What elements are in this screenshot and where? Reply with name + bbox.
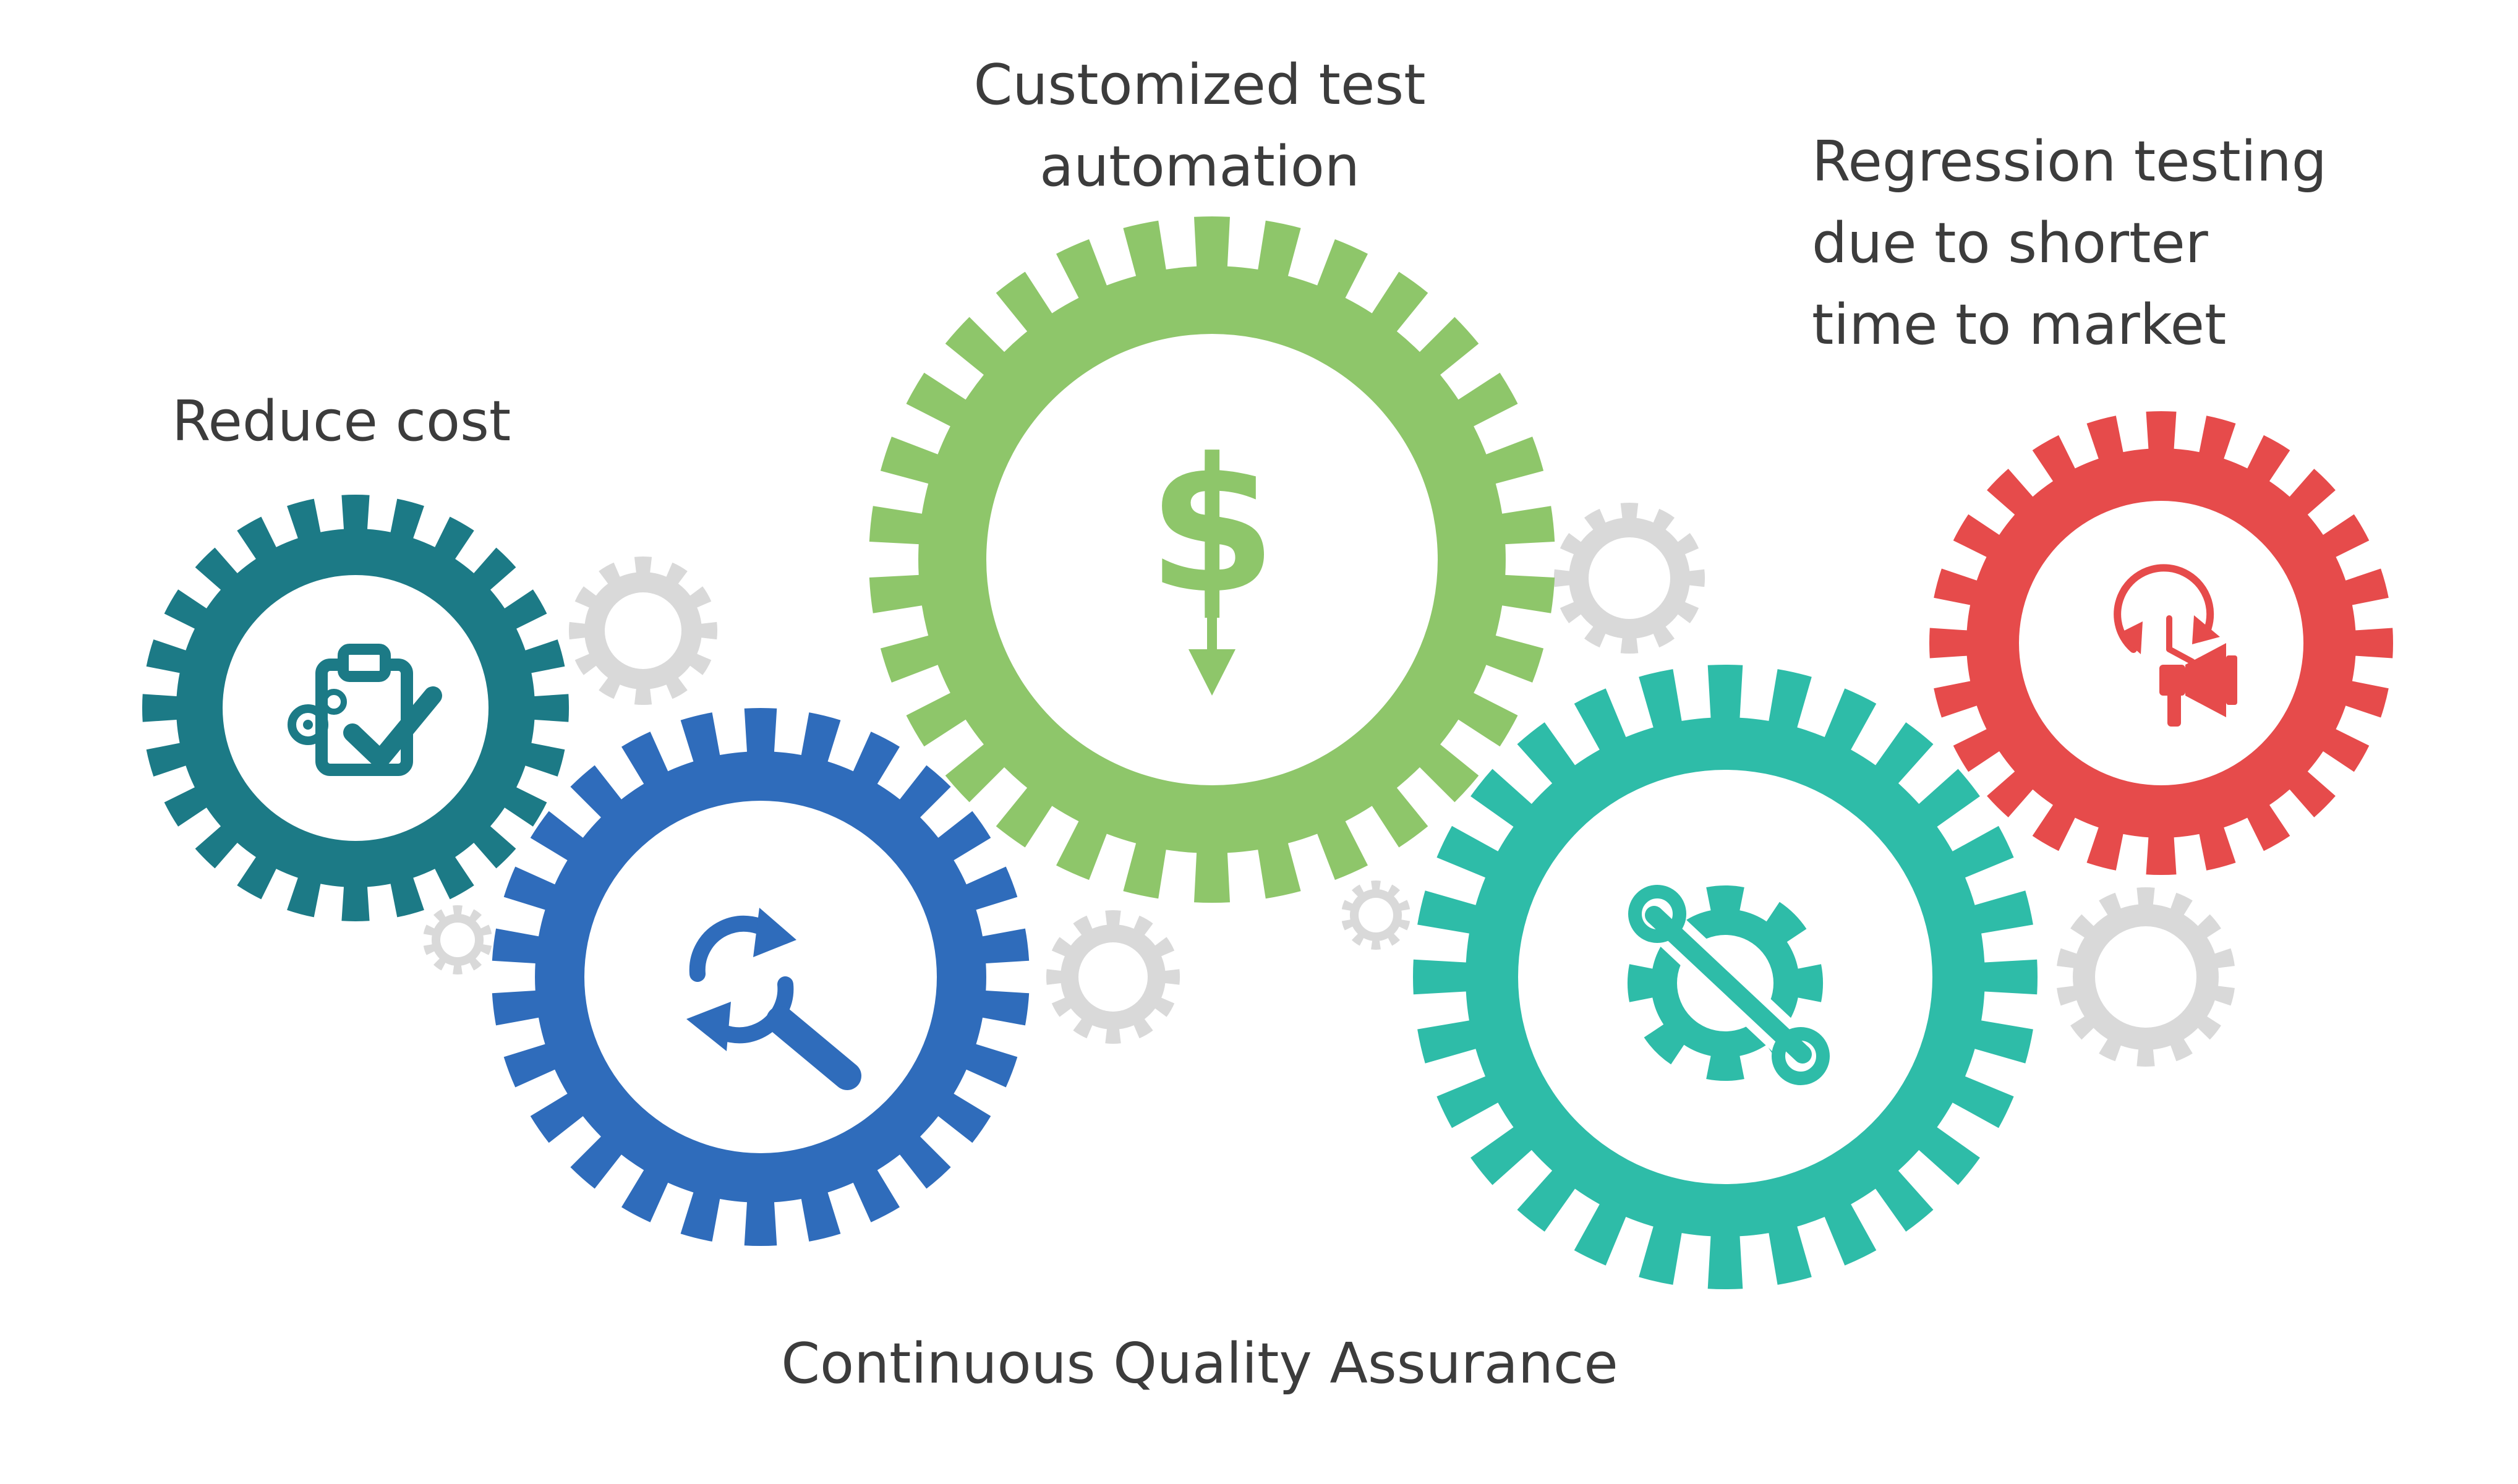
reduce-cost-label: Reduce cost: [172, 381, 511, 463]
customized-line-1: Customized test: [973, 53, 1426, 117]
gear-center: [440, 923, 475, 957]
gear-center: [986, 334, 1438, 785]
regression-line-1: Regression testing: [1812, 129, 2327, 194]
reduce-cost-text: Reduce cost: [172, 389, 511, 454]
gear-center: [605, 592, 681, 669]
gear-center: [1359, 898, 1393, 932]
small-gear-decoration: [568, 556, 718, 706]
reduce-cost-gear: [142, 494, 570, 922]
clock-megaphone-icon: [2114, 564, 2237, 727]
svg-text:$: $: [1148, 419, 1277, 634]
small-gear-decoration: [1341, 881, 1411, 950]
regression-line-3: time to market: [1812, 292, 2227, 357]
continuous-qa-text: Continuous Quality Assurance: [781, 1331, 1618, 1396]
search-gear: [492, 708, 1030, 1246]
small-gear-decoration: [2057, 887, 2235, 1067]
continuous-quality-assurance-label: Continuous Quality Assurance: [730, 1323, 1670, 1405]
dollar-gear: [869, 216, 1555, 903]
small-gear-decoration: [423, 905, 492, 974]
gear-center: [584, 801, 937, 1153]
refresh-search-icon: [686, 908, 861, 1090]
customized-test-automation-label: Customized test automation: [903, 45, 1496, 208]
gear-center: [1589, 537, 1670, 619]
dollar-down-icon: $: [1148, 419, 1277, 696]
regression-line-2: due to shorter: [1812, 211, 2208, 276]
small-gear-decoration: [1046, 910, 1180, 1044]
gear-center: [2095, 926, 2196, 1028]
clipboard-check-icon: [288, 644, 442, 776]
wrench-gear-icon: [1627, 885, 1830, 1085]
regression-gear: [1929, 411, 2394, 876]
gear-center: [1078, 942, 1148, 1012]
gear-center: [223, 575, 489, 841]
regression-testing-label: Regression testing due to shorter time t…: [1812, 121, 2327, 366]
gear-center: [2019, 501, 2303, 785]
small-gear-decoration: [1553, 502, 1705, 654]
customized-line-2: automation: [1039, 134, 1360, 199]
